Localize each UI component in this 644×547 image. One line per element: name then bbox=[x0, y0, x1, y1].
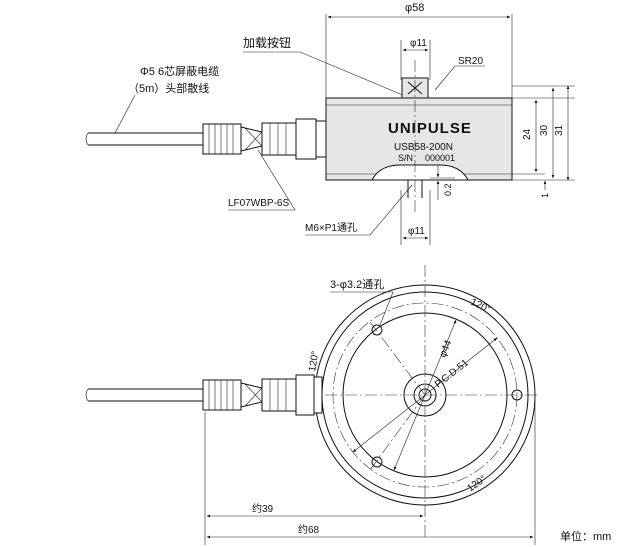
center-line-hole bbox=[369, 321, 426, 396]
button-diameter-label: φ11 bbox=[410, 38, 427, 49]
height-31-label: 31 bbox=[554, 124, 565, 136]
unit-label: 单位：mm bbox=[560, 529, 611, 543]
connector-nut bbox=[202, 379, 242, 411]
angle-bottom-label: 120° bbox=[465, 474, 488, 495]
connector-housing bbox=[261, 378, 297, 412]
dim-39-label: 约39 bbox=[252, 502, 274, 515]
height-24-label: 24 bbox=[522, 128, 533, 140]
dim-68-label: 约68 bbox=[298, 523, 320, 536]
thread-leader bbox=[305, 184, 413, 236]
connector-taper bbox=[240, 382, 263, 408]
serial-number: 000001 bbox=[425, 153, 455, 163]
holes-label: 3-φ3.2通孔 bbox=[330, 278, 384, 291]
cable-label-line2: （5m）头部散线 bbox=[128, 81, 209, 95]
height-30-label: 30 bbox=[539, 124, 550, 136]
sr-label: SR20 bbox=[458, 56, 483, 67]
sr-leader bbox=[434, 65, 485, 91]
diameter-44-label: φ44 bbox=[438, 338, 455, 359]
dimension-line-pcd bbox=[352, 337, 498, 453]
angle-top-label: 120° bbox=[469, 297, 492, 316]
connector-taper bbox=[240, 126, 263, 152]
mounting-hole bbox=[371, 324, 383, 336]
connector-mount bbox=[313, 376, 323, 414]
model-text: USB58-200N bbox=[394, 142, 453, 153]
brand-text: UNIPULSE bbox=[388, 120, 472, 137]
taper-line bbox=[244, 383, 263, 403]
center-line-hole bbox=[369, 394, 426, 471]
button-label: 加载按钮 bbox=[243, 35, 291, 50]
bottom-recess bbox=[371, 164, 469, 181]
taper-line bbox=[244, 131, 263, 151]
mounting-hole bbox=[371, 456, 383, 468]
serial-prefix: S/N bbox=[398, 153, 413, 163]
gap-1-label: 1 bbox=[540, 193, 550, 198]
taper-line bbox=[244, 387, 263, 407]
taper-line bbox=[244, 127, 263, 147]
connector-flange bbox=[295, 118, 317, 160]
overall-width-label: φ58 bbox=[405, 2, 424, 14]
angle-left-label: 120° bbox=[307, 350, 321, 372]
cable-label-line1: Φ5 6芯屏蔽电缆 bbox=[140, 64, 219, 78]
connector-nut bbox=[202, 123, 242, 155]
bottom-diameter-label: φ11 bbox=[408, 226, 425, 237]
top-view: 3-φ3.2通孔 120° 120° 120° φ44 P.C.D.51 bbox=[85, 265, 540, 545]
cable-break bbox=[85, 388, 89, 402]
connector-leader bbox=[228, 149, 296, 211]
button-leader bbox=[243, 51, 406, 97]
cable-leader bbox=[114, 94, 136, 134]
holes-leader bbox=[330, 291, 394, 326]
connector-flange bbox=[295, 374, 315, 416]
connector-housing bbox=[261, 122, 297, 156]
gap-02-label: 0.2 bbox=[443, 183, 453, 196]
cable-break bbox=[85, 132, 89, 146]
side-view: φ58 φ11 加载按钮 SR20 UNIPULSE USB58-200N S/… bbox=[85, 2, 575, 245]
thread-label: M6×P1通孔 bbox=[305, 222, 357, 234]
mounting-hole bbox=[511, 389, 523, 401]
connector-label: LF07WBP-6S bbox=[228, 198, 289, 209]
connector-mount bbox=[315, 120, 327, 158]
